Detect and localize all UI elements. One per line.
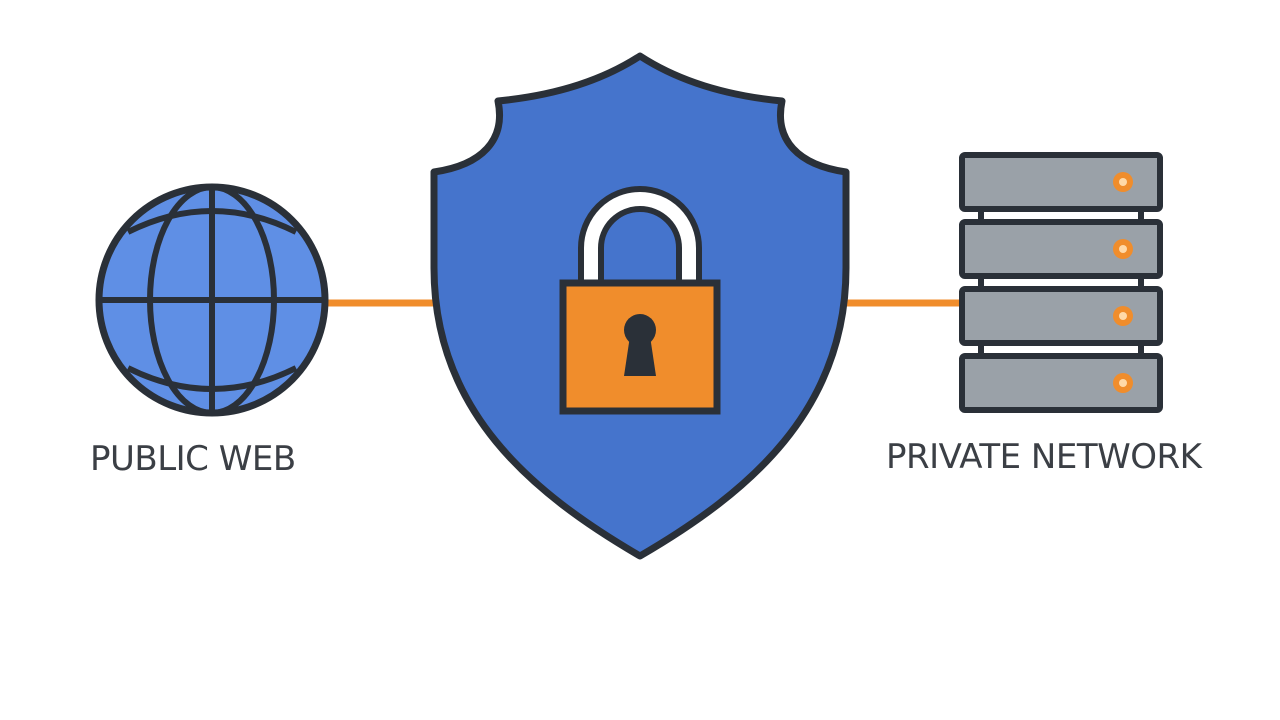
server-unit-2: [959, 219, 1163, 279]
server-unit-3: [959, 286, 1163, 346]
server-rack-icon: [959, 152, 1163, 413]
public-web-label: PUBLIC WEB: [90, 439, 296, 479]
keyhole-icon: [624, 314, 656, 376]
server-unit-1: [959, 152, 1163, 212]
padlock-icon: [559, 186, 721, 415]
globe-icon: [95, 183, 329, 417]
server-unit-4: [959, 353, 1163, 413]
private-network-label: PRIVATE NETWORK: [886, 437, 1202, 477]
